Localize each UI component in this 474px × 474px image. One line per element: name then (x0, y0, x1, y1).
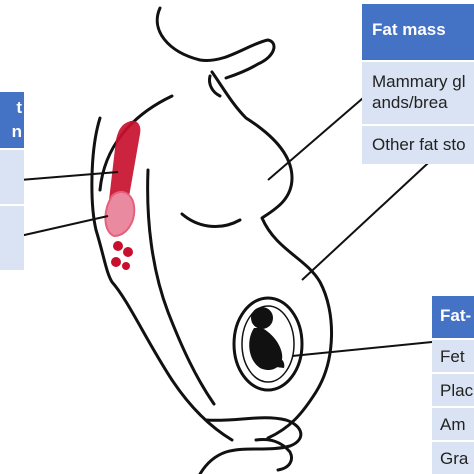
breast-curve (180, 212, 242, 228)
leader-left-lower (19, 215, 109, 237)
fat-free-row-4: Gra (432, 442, 474, 474)
arm-outer-line (90, 116, 234, 442)
hand-line (254, 438, 293, 472)
fat-free-header: Fat- (432, 296, 474, 338)
arm-muscle-icon (104, 120, 141, 270)
neck-chest-line (210, 70, 334, 440)
fat-cell-3 (111, 257, 121, 267)
arm-inner-line (146, 168, 216, 406)
leader-left-upper (19, 171, 119, 181)
left-panel-row-2 (0, 206, 24, 270)
left-panel-row-1 (0, 150, 24, 204)
fat-free-row-1: Fet (432, 340, 474, 372)
fat-cell-1 (113, 241, 123, 251)
pregnant-woman-silhouette-icon (90, 6, 334, 474)
left-panel-header-line-2: n (11, 122, 22, 141)
fetus-in-uterus-icon (232, 296, 304, 392)
amniotic-sac (241, 305, 295, 383)
fat-mass-header: Fat mass (362, 4, 474, 60)
leader-mammary (267, 91, 371, 181)
fat-free-row-3: Am (432, 408, 474, 440)
fat-free-row-2-label: Plac (440, 381, 474, 400)
fat-mass-row-other: Other fat sto (362, 126, 474, 164)
fat-mass-row-mammary: Mammary glands/brea (362, 62, 474, 124)
fat-mass-row-mammary-label: Mammary glands/brea (372, 72, 466, 112)
leader-fetus (291, 341, 433, 357)
fat-free-row-1-label: Fet (440, 347, 465, 366)
head-profile-line (155, 6, 276, 80)
fetus-leg (268, 355, 285, 368)
ear-line (208, 74, 222, 98)
fat-cell-2 (123, 247, 133, 257)
left-panel-header: t n (0, 92, 24, 148)
fat-free-row-3-label: Am (440, 415, 466, 434)
fat-mass-row-other-label: Other fat sto (372, 135, 466, 154)
fat-mass-panel: Fat mass Mammary glands/brea Other fat s… (362, 4, 474, 164)
left-panel-header-line-1: t (16, 98, 22, 117)
forearm-line (198, 416, 303, 474)
leader-other-fat (301, 151, 441, 281)
muscle-light-fill (104, 190, 136, 238)
callout-lines (19, 91, 441, 357)
fetus-head (251, 307, 273, 329)
fat-free-row-4-label: Gra (440, 449, 469, 468)
left-panel: t n (0, 92, 24, 270)
fat-free-panel: Fat- Fet Plac Am Gra (432, 296, 474, 474)
fat-cell-4 (122, 262, 130, 270)
fat-free-row-2: Plac (432, 374, 474, 406)
